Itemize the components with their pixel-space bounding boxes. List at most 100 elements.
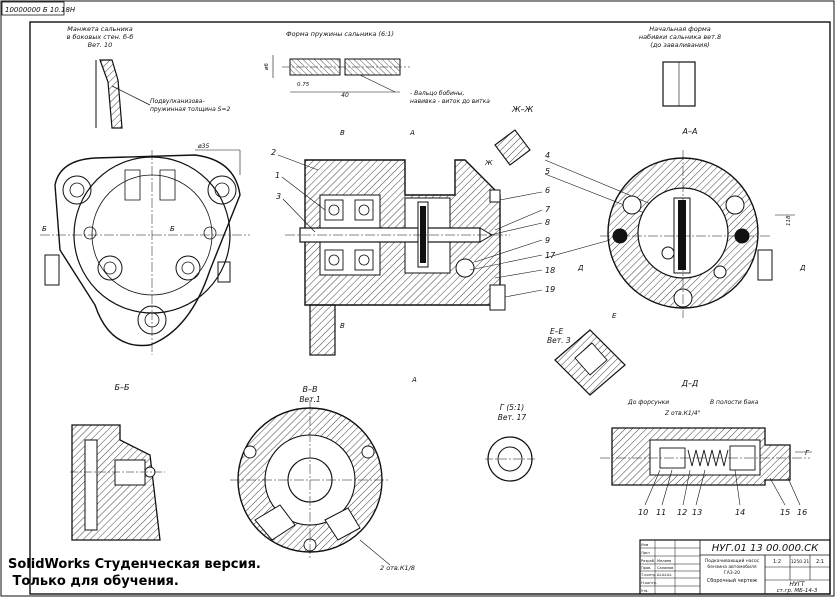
section-b-b: [70, 424, 165, 541]
rolled-note-2: навивка - виток до витка: [410, 98, 490, 105]
rolled-note-1: - Вальцо бобины,: [410, 90, 465, 97]
cuff-detail: Манжета сальника в боковых стен. б-б Вет…: [67, 25, 231, 129]
section-v-v-label: В–В: [303, 385, 318, 394]
callout-18: 18: [545, 266, 555, 275]
section-e-e-label: Е–Е: [550, 327, 563, 336]
front-phi35: ø35: [197, 143, 209, 150]
cuff-note-1: Манжета сальника: [67, 25, 132, 33]
detail-g: [485, 436, 535, 482]
dd-note-3: В полости бака: [710, 399, 759, 406]
spring-length-dim: 40: [341, 92, 349, 99]
cut-letter-g: Г: [805, 449, 810, 457]
thread-note: 2 отв.К1/8: [380, 564, 415, 572]
aa-dim-118: 118: [786, 215, 792, 226]
spring-form-title: Форма пружины сальника (6:1): [286, 30, 394, 38]
cuff-note-2: в боковых стен. б-б: [67, 33, 134, 41]
dd-callouts: 10 11 12 13 14 15 16: [638, 469, 807, 517]
tb-name-0: Мелиев: [657, 559, 671, 563]
curl-note-1: Подвулканизова-: [150, 98, 205, 105]
section-zh-label: Ж–Ж: [511, 105, 534, 114]
callout-11: 11: [656, 508, 666, 517]
stamp-text: 10000000 Б 10.18Н: [5, 6, 76, 14]
tb-row-6: Утв.: [641, 589, 649, 593]
title-sheet: 2:1: [816, 559, 824, 565]
section-a-a: [600, 150, 795, 318]
title-dept: ст.гр. МБ-14-3: [777, 588, 818, 594]
callout-19: 19: [545, 285, 555, 294]
title-block: [639, 539, 831, 595]
callout-14: 14: [735, 508, 745, 517]
section-a-a-label: А–А: [682, 127, 698, 136]
title-scale: 1:2: [773, 559, 781, 565]
spring-phi-dim: ø6: [264, 63, 270, 71]
cut-letter-d2: Д: [799, 264, 806, 272]
title-name-1: Подкачивающий насос: [705, 557, 760, 564]
title-mass: 1250.21: [791, 559, 810, 565]
tb-row-3: Пров.: [641, 566, 651, 570]
callout-1: 1: [275, 171, 280, 180]
title-name-2: бензина автомобиля: [707, 564, 756, 570]
curl-note-2: пружинная толщина S=2: [150, 106, 231, 113]
title-group: НУГТ: [789, 581, 806, 588]
callout-13: 13: [692, 508, 702, 517]
section-v-v: [230, 400, 391, 566]
spring-form-detail: Форма пружины сальника (6:1) 40 0.75 ø6 …: [264, 30, 490, 105]
tb-name-2: Ш.Ш.Ш.: [657, 573, 672, 577]
callout-7: 7: [545, 205, 551, 214]
watermark-line-1: SolidWorks Студенческая версия.: [8, 557, 261, 572]
callout-10: 10: [638, 508, 648, 517]
stamp-box: [1, 1, 65, 16]
packing-note-2: набивки сальника вет.8: [639, 33, 721, 41]
tb-name-1: Саламов: [657, 566, 673, 570]
inner-frame: [29, 21, 831, 595]
detail-g-label: Г (5:1): [500, 403, 525, 412]
cut-letter-e: Е: [612, 312, 617, 320]
cut-letter-b2: Б: [170, 225, 175, 233]
callout-15: 15: [780, 508, 790, 517]
callout-16: 16: [797, 508, 807, 517]
cut-letter-a: А: [409, 129, 415, 137]
cut-letter-b1: Б: [42, 225, 47, 233]
packing-note-1: Начальная форма: [649, 25, 710, 33]
callout-5: 5: [545, 167, 550, 176]
cut-letter-d1: Д: [577, 264, 584, 272]
callout-9: 9: [545, 236, 550, 245]
detail-g-vet: Вет. 17: [498, 413, 527, 422]
dd-note-2: Z отв.К1/4": [664, 410, 701, 417]
callout-3: 3: [276, 192, 281, 201]
front-view: [40, 149, 250, 355]
main-callouts: 2 1 3 4 5 6 7 8 9 17 18 19: [271, 148, 676, 298]
packing-form-detail: Начальная форма набивки сальника вет.8 (…: [639, 25, 721, 107]
callout-12: 12: [677, 508, 687, 517]
tb-row-1: Лист: [641, 551, 650, 555]
watermark-line-2: Только для обучения.: [8, 574, 179, 589]
cut-letter-a2: А: [411, 376, 417, 384]
title-designation: НУГ.01 13 00.000.СК: [712, 543, 819, 554]
callout-8: 8: [545, 218, 550, 227]
callout-4: 4: [545, 151, 550, 160]
section-d-d-label: Д–Д: [681, 379, 699, 388]
tb-row-4: Т.контр.: [640, 573, 657, 577]
title-name-3: ГАЗ-20: [724, 570, 740, 576]
section-d-d: [600, 427, 812, 486]
tb-row-0: Изм: [641, 543, 649, 547]
title-name-4: Сборочный чертеж: [707, 577, 758, 584]
cut-letter-zh: Ж: [484, 159, 493, 167]
callout-17: 17: [545, 251, 556, 260]
callout-6: 6: [545, 186, 550, 195]
packing-note-3: (до заваливания): [650, 41, 709, 49]
cut-letter-v: В: [340, 129, 345, 137]
callout-2: 2: [271, 148, 276, 157]
section-e-e-vet: Вет. 3: [547, 336, 571, 345]
spring-small-dim: 0.75: [297, 82, 310, 88]
tb-row-2: Разраб.: [641, 559, 655, 563]
section-b-b-label: Б–Б: [115, 383, 130, 392]
dd-note-1: До форсунки: [627, 399, 669, 406]
cuff-note-3: Вет. 10: [88, 41, 113, 49]
section-e-e: [554, 329, 626, 396]
tb-row-5: Н.контр.: [641, 581, 657, 585]
main-section: [285, 129, 531, 356]
section-v-v-vet: Вет.1: [299, 395, 320, 404]
